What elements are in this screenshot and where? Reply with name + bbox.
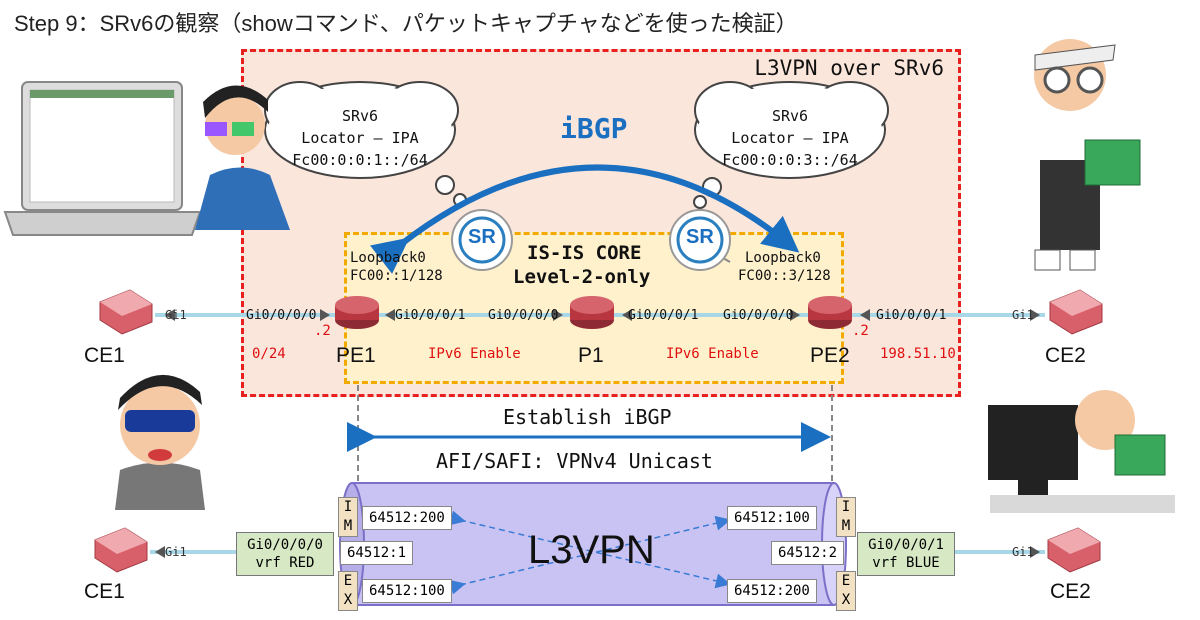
pe1-gi1-label: Gi0/0/0/1 (395, 308, 466, 323)
sr-logo-right (669, 209, 731, 271)
subnet-left: 0/24 (252, 346, 286, 362)
pe2-loopback-address: FC00::3/128 (738, 268, 831, 284)
right-vrf-box: Gi0/0/0/1 vrf BLUE (857, 532, 955, 576)
p1-label: P1 (578, 344, 604, 367)
router-p1 (570, 296, 614, 329)
left-rt-export: 64512:100 (362, 579, 452, 603)
pe1-label: PE1 (336, 344, 376, 367)
core-label-line1: IS-IS CORE (527, 242, 642, 264)
pe1-loopback-label: Loopback0 (350, 250, 426, 266)
left-rt-import: 64512:200 (362, 506, 452, 530)
router-pe1 (335, 296, 379, 329)
sr-logo-right-text: SR (686, 226, 714, 248)
pe2-loopback-label: Loopback0 (745, 250, 821, 266)
ipv6-enable-right: IPv6 Enable (666, 346, 759, 362)
ce1-bottom-gi-label: Gi1 (165, 545, 187, 559)
pe2-suffix: .2 (852, 323, 869, 339)
cloud-left-line1: SRv6 (341, 107, 379, 125)
person-reading-illustration (1034, 39, 1141, 271)
ibgp-arc (370, 164, 800, 274)
ce2-bottom-device (1047, 527, 1101, 573)
pe2-gi0-label: Gi0/0/0/0 (723, 308, 794, 323)
ce2-top-label: CE2 (1045, 344, 1086, 367)
page-title: Step 9：SRv6の観察（showコマンド、パケットキャプチャなどを使った検… (14, 11, 798, 36)
p1-gi1-label: Gi0/0/0/1 (628, 308, 699, 323)
right-rd: 64512:2 (771, 541, 845, 565)
right-export-tag: E X (836, 571, 856, 611)
laptop-illustration (3, 81, 202, 236)
pe2-gi1-label: Gi0/0/0/1 (876, 308, 947, 323)
ipv6-enable-left: IPv6 Enable (428, 346, 521, 362)
core-label-line2: Level-2-only (513, 266, 651, 288)
ibgp-label: iBGP (560, 112, 628, 145)
sr-logo-left-text: SR (468, 226, 496, 248)
right-rt-export: 64512:200 (727, 579, 817, 603)
left-import-tag: I M (338, 497, 358, 537)
ce2-gi-label: Gi1 (1012, 308, 1034, 322)
cloud-right-line3: Fc00:0:0:3::/64 (722, 151, 858, 169)
left-export-tag: E X (338, 571, 358, 611)
router-pe2 (808, 296, 852, 329)
cloud-right-line2: Locator – IPA (731, 129, 849, 147)
person-observer-illustration (195, 85, 290, 230)
left-rd: 64512:1 (340, 541, 414, 565)
person-computer-illustration (988, 390, 1175, 513)
establish-ibgp-label: Establish iBGP (503, 405, 672, 429)
p1-gi0-label: Gi0/0/0/0 (488, 308, 559, 323)
l3vpn-over-srv6-label: L3VPN over SRv6 (754, 56, 944, 80)
right-import-tag: I M (836, 497, 856, 537)
pe2-label: PE2 (810, 344, 850, 367)
pe1-suffix: .2 (314, 323, 331, 339)
sr-logo-left (451, 209, 513, 271)
right-vrf-name: vrf BLUE (872, 555, 940, 571)
left-vrf-box: Gi0/0/0/0 vrf RED (236, 532, 334, 576)
ce2-top-device (1049, 289, 1103, 335)
physical-links (155, 309, 1045, 321)
cloud-left-text: SRv6 Locator – IPA Fc00:0:0:1::/64 (270, 105, 450, 171)
ce2-bottom-gi-label: Gi1 (1012, 545, 1034, 559)
pe1-loopback-address: FC00::1/128 (350, 268, 443, 284)
right-vrf-interface: Gi0/0/0/1 (868, 537, 944, 553)
left-vrf-interface: Gi0/0/0/0 (247, 537, 323, 553)
afi-safi-label: AFI/SAFI: VPNv4 Unicast (436, 449, 713, 473)
cloud-left-line3: Fc00:0:0:1::/64 (292, 151, 428, 169)
cloud-left-line2: Locator – IPA (301, 129, 419, 147)
cloud-left (264, 81, 467, 207)
left-vrf-name: vrf RED (255, 555, 315, 571)
ce1-bottom-label: CE1 (84, 580, 125, 603)
cloud-right-line1: SRv6 (771, 107, 809, 125)
cloud-right-text: SRv6 Locator – IPA Fc00:0:0:3::/64 (700, 105, 880, 171)
person-vr-illustration (115, 374, 205, 510)
subnet-right: 198.51.10 (880, 346, 956, 362)
pe1-gi0-label: Gi0/0/0/0 (246, 308, 317, 323)
l3vpn-label: L3VPN (528, 528, 655, 572)
ce1-gi-label: Gi1 (165, 308, 187, 322)
right-rt-import: 64512:100 (727, 506, 817, 530)
ce1-bottom-device (94, 527, 148, 573)
ce1-top-label: CE1 (84, 344, 125, 367)
ce2-bottom-label: CE2 (1050, 580, 1091, 603)
ce1-top-device (99, 289, 153, 335)
cloud-right (693, 81, 889, 209)
